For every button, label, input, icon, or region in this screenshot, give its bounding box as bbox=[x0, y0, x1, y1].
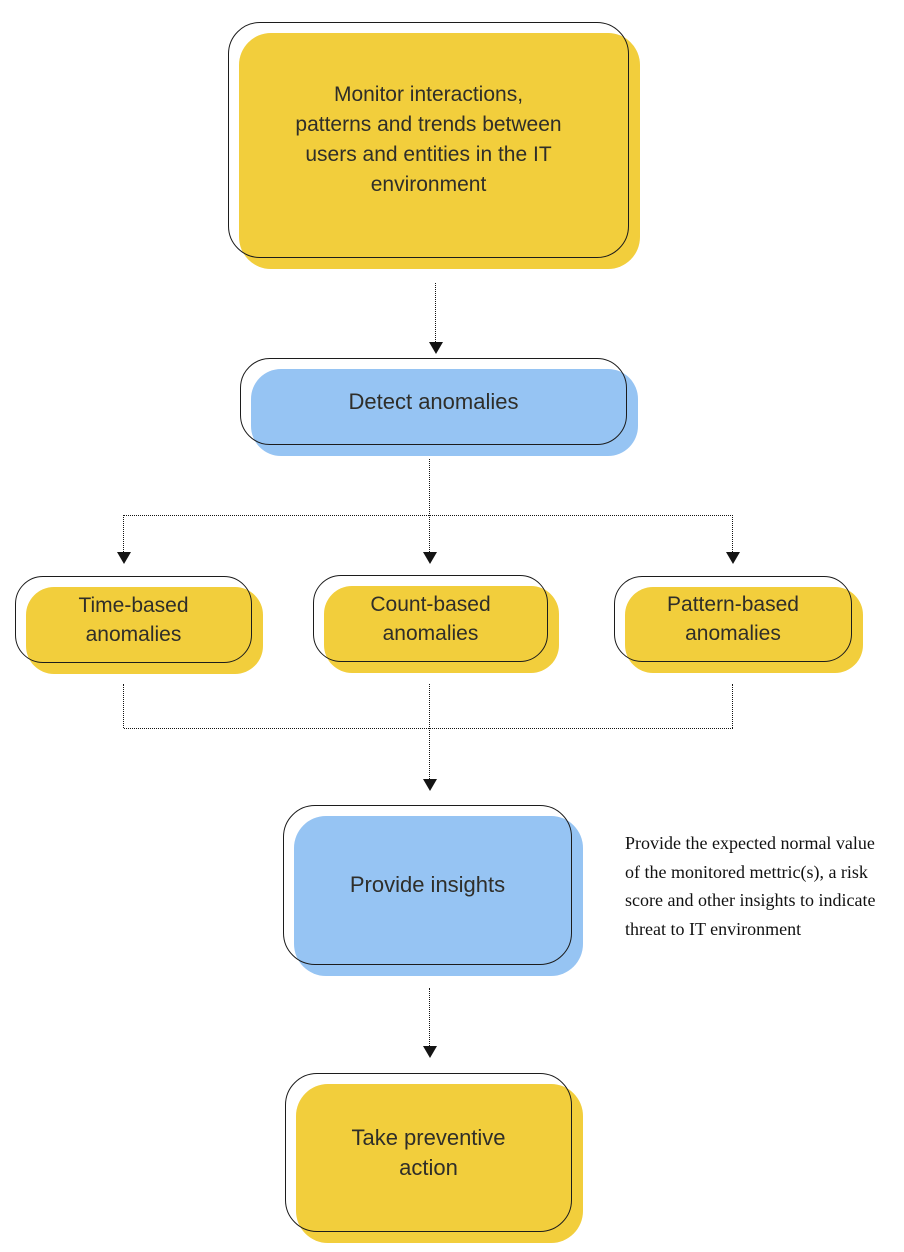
connector-merge-provide bbox=[429, 684, 431, 779]
arrow-down-icon bbox=[117, 552, 131, 564]
node-outline bbox=[283, 805, 572, 965]
arrow-down-icon bbox=[423, 779, 437, 791]
node-outline bbox=[614, 576, 852, 662]
merge-bar-bottom bbox=[124, 728, 733, 729]
connector-branch-pattern bbox=[732, 515, 734, 552]
insights-annotation: Provide the expected normal value of the… bbox=[625, 833, 876, 939]
node-outline bbox=[285, 1073, 572, 1232]
connector-pattern-merge bbox=[732, 684, 734, 728]
node-outline bbox=[15, 576, 252, 663]
node-label: Pattern-based anomalies bbox=[667, 593, 799, 645]
node-fill bbox=[296, 1084, 583, 1243]
node-label: Take preventive action bbox=[351, 1124, 506, 1180]
node-fill bbox=[239, 33, 640, 269]
connector-time-merge bbox=[123, 684, 125, 728]
arrow-down-icon bbox=[423, 1046, 437, 1058]
node-label: Detect anomalies bbox=[348, 388, 519, 414]
arrow-down-icon bbox=[429, 342, 443, 354]
branch-bar-top bbox=[124, 515, 733, 516]
node-detect-anomalies: Detect anomalies bbox=[240, 358, 638, 456]
connector-detect-branch bbox=[429, 459, 431, 552]
node-fill bbox=[625, 587, 863, 673]
node-outline bbox=[240, 358, 627, 445]
connector-branch-time bbox=[123, 515, 125, 552]
node-outline bbox=[228, 22, 629, 258]
node-monitor-interactions: Monitor interactions, patterns and trend… bbox=[228, 22, 640, 269]
node-outline bbox=[313, 575, 548, 662]
node-count-based-anomalies: Count-based anomalies bbox=[313, 575, 559, 673]
node-fill bbox=[26, 587, 263, 674]
node-fill bbox=[251, 369, 638, 456]
node-take-preventive-action: Take preventive action bbox=[285, 1073, 583, 1243]
node-fill bbox=[324, 586, 559, 673]
node-pattern-based-anomalies: Pattern-based anomalies bbox=[614, 576, 863, 673]
arrow-down-icon bbox=[726, 552, 740, 564]
connector-monitor-detect bbox=[435, 283, 437, 342]
node-label: Provide insights bbox=[349, 872, 506, 897]
node-provide-insights: Provide insights bbox=[283, 805, 583, 976]
connector-provide-take bbox=[429, 988, 431, 1046]
node-label: Monitor interactions, patterns and trend… bbox=[295, 83, 562, 196]
node-label: Count-based anomalies bbox=[370, 592, 491, 645]
arrow-down-icon bbox=[423, 552, 437, 564]
node-time-based-anomalies: Time-based anomalies bbox=[15, 576, 263, 674]
node-label: Time-based anomalies bbox=[78, 593, 189, 646]
node-fill bbox=[294, 816, 583, 976]
